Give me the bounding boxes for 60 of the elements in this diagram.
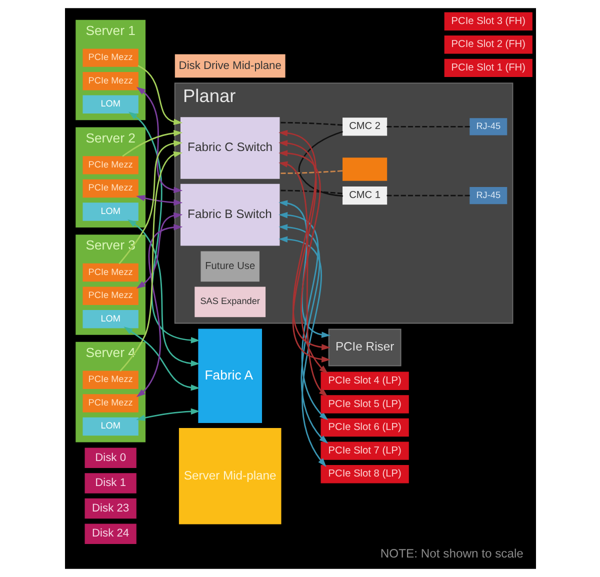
connector: [386, 126, 470, 128]
node-box: RJ-45: [469, 118, 507, 136]
node-box: Disk 1: [84, 473, 136, 494]
node-box: CMC 1: [342, 186, 387, 205]
caption: NOTE: Not shown to scale: [380, 546, 523, 560]
arrow: [123, 326, 200, 391]
connector: [280, 122, 343, 126]
node-box: Disk 24: [84, 524, 136, 544]
node-box: RJ-45: [469, 186, 507, 204]
node-box: Server Mid-plane: [178, 428, 281, 524]
node-box: PCIe Slot 6 (LP): [320, 418, 408, 437]
node-box: PCIe Mezz: [82, 179, 138, 198]
node-box: PCIe Mezz: [82, 394, 138, 412]
connector: [280, 170, 343, 174]
arrow: [118, 140, 182, 264]
node-box: PCIe Mezz: [82, 48, 138, 67]
arrow: [136, 408, 200, 421]
node-box: Future Use: [200, 251, 259, 282]
arrow: [136, 212, 182, 289]
node-box: LOM: [82, 95, 138, 114]
node-box: Disk 0: [84, 448, 136, 468]
node-box: PCIe Mezz: [82, 370, 138, 390]
node-box: PCIe Slot 1 (FH): [444, 58, 532, 78]
node-box: Disk Drive Mid-plane: [174, 54, 285, 78]
arrow: [136, 86, 182, 194]
arrow: [278, 200, 330, 338]
node-box: SAS Expander: [194, 286, 266, 318]
node-box: Fabric C Switch: [180, 117, 280, 179]
node-box: PCIe Slot 2 (FH): [444, 36, 532, 54]
node-box: PCIe Slot 8 (LP): [320, 465, 408, 484]
arrow: [137, 64, 182, 125]
arrow: [122, 130, 182, 157]
node-box: LOM: [82, 310, 138, 328]
arrow: [278, 224, 328, 444]
node-box: LOM: [82, 202, 138, 221]
node-box: PCIe Slot 3 (FH): [444, 12, 532, 30]
node-box: Fabric A: [198, 328, 262, 423]
node-box: PCIe Riser: [328, 328, 401, 366]
node-box: [342, 158, 387, 181]
arrow: [127, 219, 200, 366]
connector: [280, 190, 343, 194]
node-box: Fabric B Switch: [180, 184, 280, 246]
arrow: [278, 236, 326, 468]
node-box: LOM: [82, 417, 138, 436]
node-box: PCIe Mezz: [82, 72, 138, 90]
node-box: PCIe Slot 7 (LP): [320, 442, 408, 460]
node-box: Disk 23: [84, 498, 136, 519]
node-box: PCIe Mezz: [82, 263, 138, 282]
node-box: CMC 2: [342, 118, 387, 136]
arrow: [136, 224, 182, 398]
node-box: PCIe Mezz: [82, 156, 138, 174]
arrow: [136, 195, 182, 206]
node-box: PCIe Slot 4 (LP): [320, 372, 408, 390]
arrow: [119, 151, 182, 372]
arrow: [278, 212, 328, 420]
node-box: PCIe Mezz: [82, 286, 138, 305]
connector: [298, 130, 342, 197]
node-box: PCIe Slot 5 (LP): [320, 395, 408, 414]
arrow: [128, 112, 200, 344]
connector: [386, 194, 470, 196]
